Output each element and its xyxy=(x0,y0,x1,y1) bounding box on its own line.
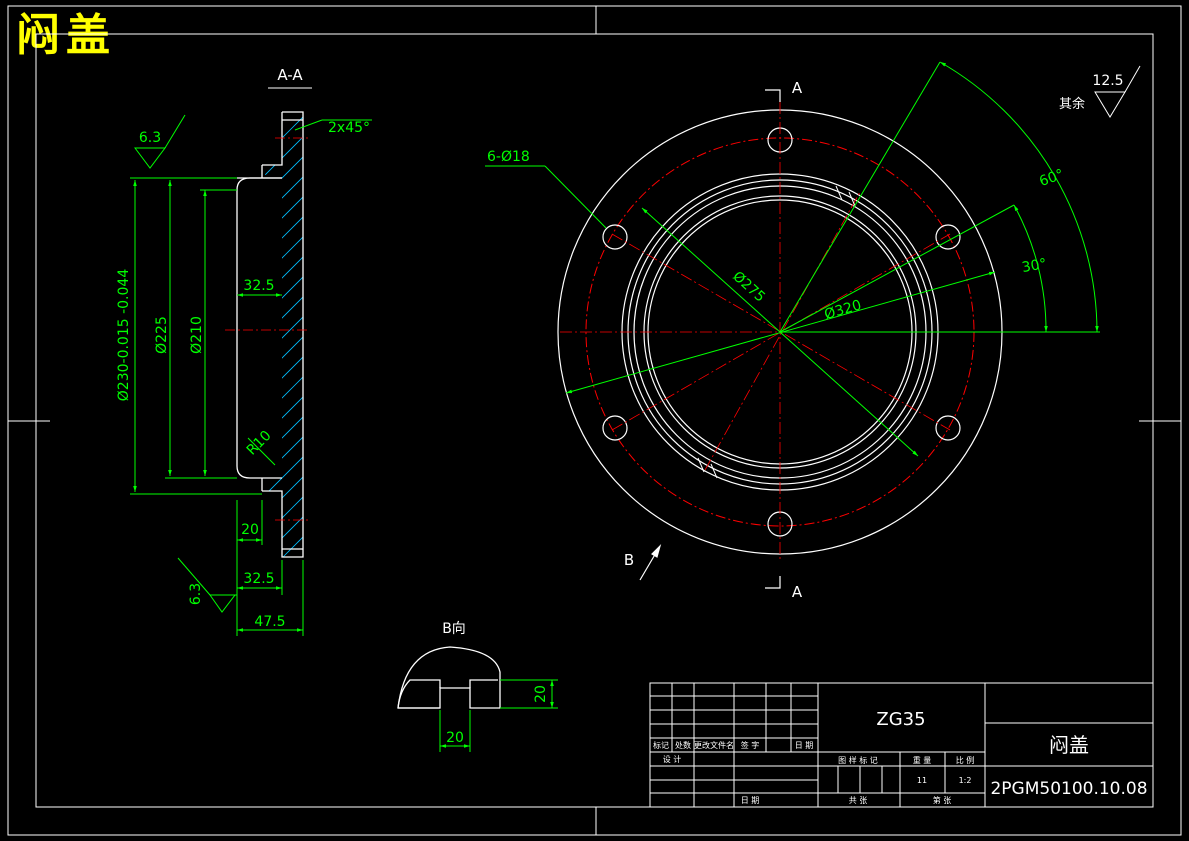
part-name: 闷盖 xyxy=(1049,733,1089,757)
front-dimensions xyxy=(485,61,1100,457)
sheets-total: 共 张 xyxy=(849,796,868,805)
front-dim-texts: 6-Ø18 Ø275 Ø320 60° 30° xyxy=(487,149,1066,323)
section-centerlines xyxy=(225,137,310,521)
section-dimensions xyxy=(130,114,372,636)
dim-32-5-bottom: 32.5 xyxy=(243,571,274,587)
view-arrow-b xyxy=(639,543,662,581)
cut-mark-bottom: A xyxy=(792,583,803,601)
dim-d275: Ø275 xyxy=(729,268,768,305)
dim-r10: R10 xyxy=(244,428,275,459)
angle-60: 60° xyxy=(1037,166,1066,190)
weight-label: 重 量 xyxy=(913,755,932,765)
view-mark-b: B xyxy=(624,551,634,569)
dim-d210: Ø210 xyxy=(189,316,205,354)
title-block: 标记 处数 更改文件名 签 字 日 期 设 计 日 期 图 样 标 记 重 量 … xyxy=(649,682,1154,808)
roughness-bottom: 6.3 xyxy=(188,583,204,605)
dim-d230: Ø230-0.015 -0.044 xyxy=(116,269,132,402)
detail-view: B向 20 20 xyxy=(397,621,558,752)
date-label: 日 期 xyxy=(741,796,760,805)
dim-d225: Ø225 xyxy=(154,316,170,354)
hdr-mark: 标记 xyxy=(653,740,669,750)
front-view: A A B 6-Ø18 Ø275 xyxy=(485,61,1100,601)
mass-value: 11 xyxy=(917,776,927,785)
section-view: A-A xyxy=(116,66,372,636)
section-outline xyxy=(236,111,304,558)
dim-47-5: 47.5 xyxy=(254,614,285,630)
angle-30: 30° xyxy=(1021,256,1048,276)
dim-32-5-top: 32.5 xyxy=(243,278,274,294)
roughness-top: 6.3 xyxy=(139,130,161,146)
scale-label: 比 例 xyxy=(956,755,975,765)
scale-value: 1:2 xyxy=(959,776,972,785)
hdr-sign: 签 字 xyxy=(741,740,760,750)
section-cut-marks xyxy=(765,89,781,589)
hdr-doc: 更改文件名 xyxy=(694,740,734,750)
surface-value: 12.5 xyxy=(1092,73,1123,89)
hdr-count: 处数 xyxy=(675,740,691,750)
drawing-number: 2PGM50100.10.08 xyxy=(990,779,1147,799)
detail-dim-w: 20 xyxy=(446,730,464,746)
sheet-no: 第 张 xyxy=(933,795,952,805)
surface-note: 12.5 其余 xyxy=(1059,65,1141,118)
sheet-border xyxy=(7,5,1182,836)
dim-d320: Ø320 xyxy=(823,297,864,323)
hdr-date: 日 期 xyxy=(795,741,814,750)
section-dim-texts: Ø230-0.015 -0.044 Ø225 Ø210 32.5 R10 20 … xyxy=(116,120,370,630)
detail-label: B向 xyxy=(442,621,466,637)
slot-marks xyxy=(697,185,856,479)
dim-20: 20 xyxy=(241,522,259,538)
detail-dim-h: 20 xyxy=(533,685,549,703)
cut-mark-top: A xyxy=(792,79,803,97)
drawing-title: 闷盖 xyxy=(16,10,116,61)
chamfer-note: 2x45° xyxy=(328,120,370,136)
material: ZG35 xyxy=(876,709,925,730)
stage-label: 图 样 标 记 xyxy=(838,755,878,765)
design-label: 设 计 xyxy=(663,754,682,764)
holes-note: 6-Ø18 xyxy=(487,149,530,165)
section-label: A-A xyxy=(277,66,303,84)
surface-label: 其余 xyxy=(1059,96,1085,112)
